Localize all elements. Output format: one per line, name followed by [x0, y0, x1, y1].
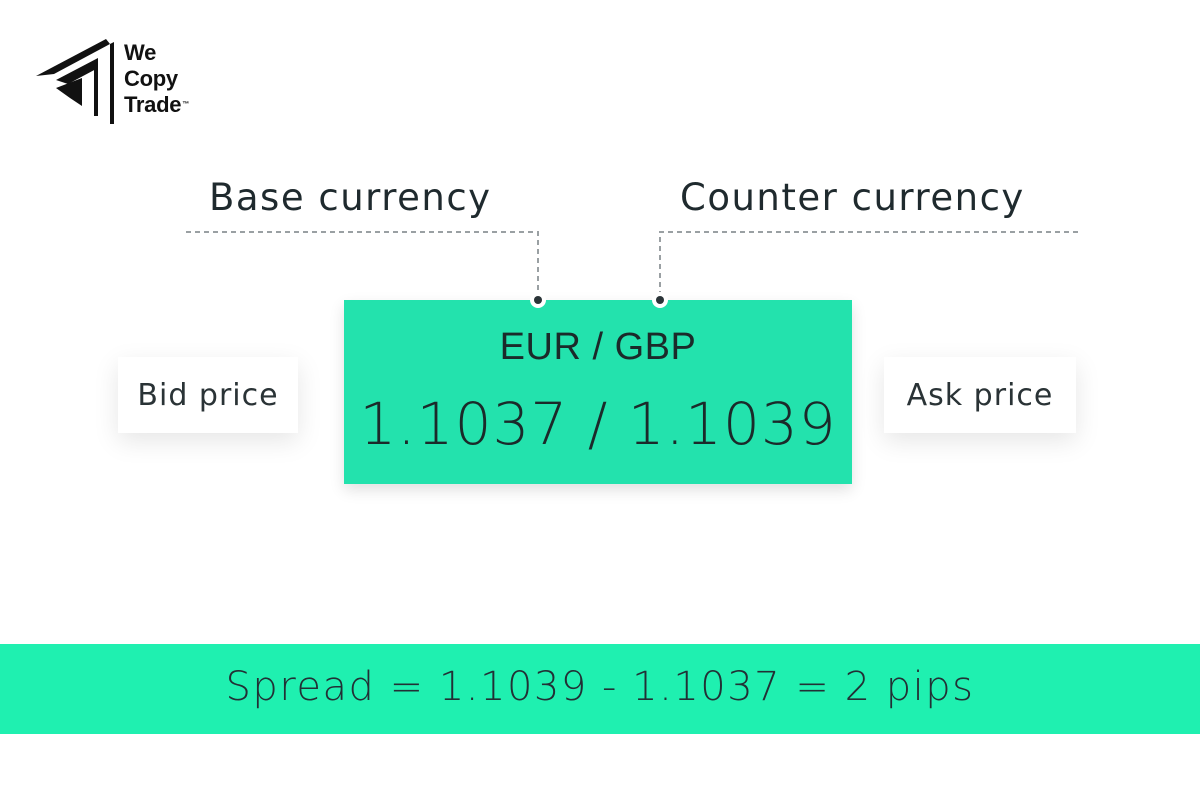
base-connector	[186, 231, 539, 296]
counter-connector-dot	[652, 292, 668, 308]
spread-formula: Spread = 1.1039 - 1.1037 = 2 pips	[225, 664, 975, 710]
currency-pair-name: EUR / GBP	[499, 326, 697, 368]
logo-arrow-icon	[36, 39, 114, 124]
base-currency-label: Base currency	[209, 176, 492, 219]
base-connector-dot	[530, 292, 546, 308]
logo-wordmark: We Copy Trade™	[124, 40, 189, 118]
counter-currency-label: Counter currency	[680, 176, 1025, 219]
bid-price-card: Bid price	[118, 357, 298, 433]
currency-pair-quote: 1.1037 / 1.1039	[359, 390, 837, 458]
spread-bar: Spread = 1.1039 - 1.1037 = 2 pips	[0, 644, 1200, 734]
logo-line-3: Trade™	[124, 92, 189, 118]
counter-connector	[659, 231, 1078, 296]
logo-line-1: We	[124, 40, 157, 65]
bid-price-label: Bid price	[137, 377, 279, 413]
ask-price-label: Ask price	[906, 377, 1054, 413]
currency-pair-box: EUR / GBP 1.1037 / 1.1039	[344, 300, 852, 484]
logo-line-2: Copy	[124, 66, 178, 91]
trademark-symbol: ™	[182, 101, 189, 108]
brand-logo: We Copy Trade™	[34, 36, 224, 128]
ask-price-card: Ask price	[884, 357, 1076, 433]
logo-line-3-text: Trade	[124, 92, 182, 117]
